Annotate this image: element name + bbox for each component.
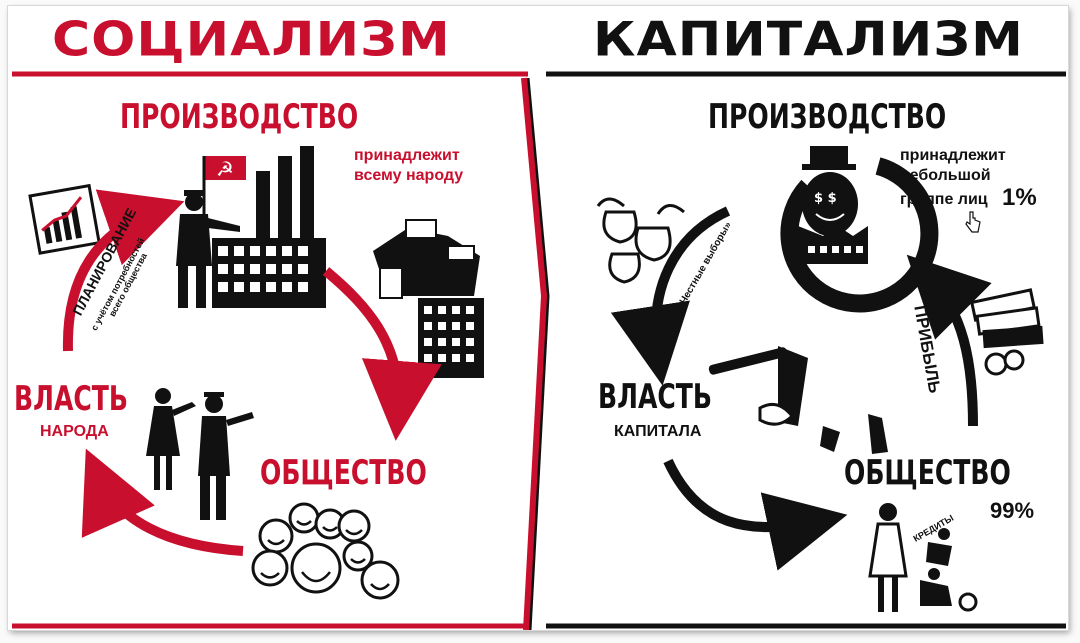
capitalism-owner-line3: группе лиц bbox=[900, 191, 988, 208]
capitalism-power-sub: КАПИТАЛА bbox=[614, 423, 702, 440]
society-figures bbox=[868, 503, 978, 612]
socialism-owner-line2: всему народу bbox=[354, 167, 464, 184]
people-figures bbox=[146, 388, 254, 520]
hand-cursor-icon bbox=[965, 211, 981, 233]
money-bags-icon bbox=[596, 197, 685, 284]
svg-text:☭: ☭ bbox=[216, 157, 234, 181]
capitalism-society-label: ОБЩЕСТВО bbox=[844, 453, 1011, 493]
capitalism-owner-percent: 1% bbox=[1002, 184, 1037, 211]
profit-arrow bbox=[906, 254, 992, 427]
capitalism-power-label: ВЛАСТЬ bbox=[598, 377, 712, 417]
center-divider bbox=[526, 77, 550, 630]
cash-stack-icon bbox=[970, 288, 1044, 376]
baton-hand-icon bbox=[708, 346, 808, 426]
socialism-title: СОЦИАЛИЗМ bbox=[52, 13, 451, 67]
factory-icon: ☭ bbox=[202, 146, 326, 308]
smiley-crowd-icon bbox=[251, 502, 400, 600]
socialism-power-label: ВЛАСТЬ bbox=[14, 379, 128, 419]
goods-pile-icon bbox=[373, 219, 484, 378]
socialism-production-label: ПРОИЗВОДСТВО bbox=[120, 97, 359, 137]
elections-arrow bbox=[610, 206, 731, 386]
power-to-society-arrow bbox=[663, 458, 848, 571]
production-to-society-arrow bbox=[322, 267, 442, 441]
chart-board-icon bbox=[28, 183, 101, 255]
image-frame: ☭ bbox=[8, 6, 1068, 630]
socialism-power-sub: НАРОДА bbox=[40, 423, 109, 440]
worker-pointing-figure bbox=[176, 190, 240, 308]
socialism-society-label: ОБЩЕСТВО bbox=[260, 453, 427, 493]
svg-text:$ $: $ $ bbox=[814, 191, 837, 206]
raised-hands-icon bbox=[820, 414, 888, 454]
planning-arrow bbox=[62, 189, 185, 352]
capitalist-factory-icon: $ $ bbox=[780, 146, 939, 313]
center-divider-red bbox=[521, 77, 548, 630]
society-to-power-arrow bbox=[81, 448, 244, 556]
socialism-owner-line1: принадлежит bbox=[354, 147, 460, 164]
capitalism-title: КАПИТАЛИЗМ bbox=[593, 13, 1024, 67]
capitalism-owner-line1: принадлежит bbox=[900, 147, 1006, 164]
capitalism-society-percent: 99% bbox=[990, 498, 1035, 523]
diagram-artwork: ☭ bbox=[12, 71, 1066, 630]
capitalism-production-label: ПРОИЗВОДСТВО bbox=[708, 97, 947, 137]
capitalism-owner-line2: небольшой bbox=[900, 167, 991, 184]
